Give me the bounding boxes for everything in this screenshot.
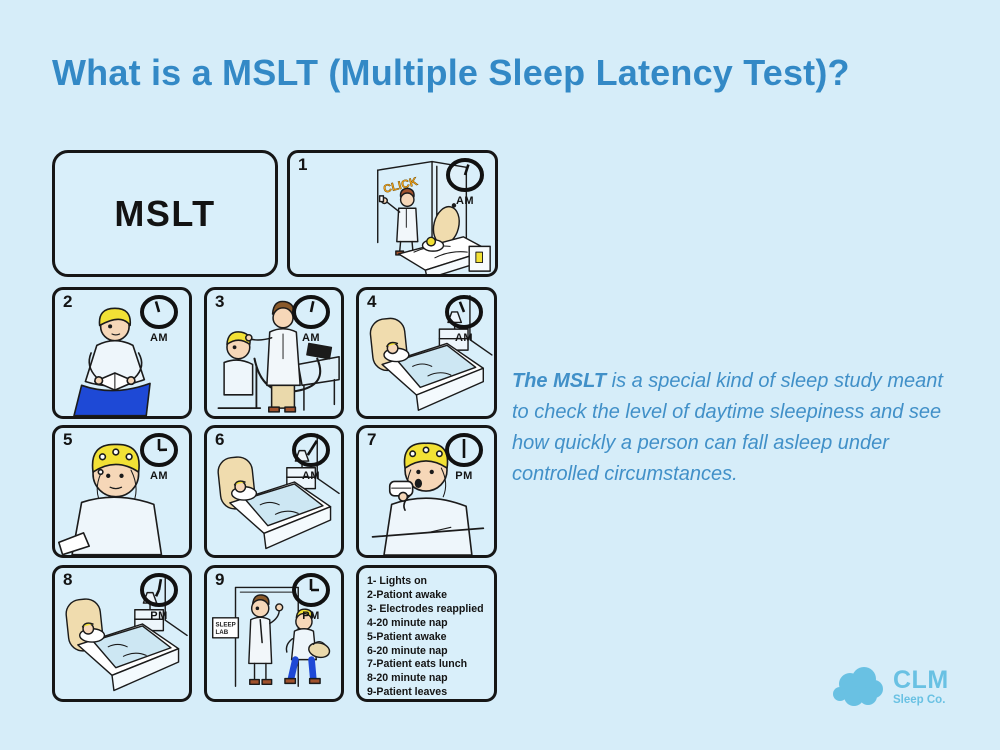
legend-item: 2-Pationt awake xyxy=(367,588,448,601)
clock-icon: AM xyxy=(288,295,334,344)
panel-number: 2 xyxy=(63,292,73,311)
panel-number: 5 xyxy=(63,430,73,449)
comic-panel-6: 6 AM xyxy=(204,425,344,558)
scene-patient-eats-lunch xyxy=(371,442,485,555)
panel-number: 7 xyxy=(367,430,377,449)
scene-patient-leaves: SLEEP LAB xyxy=(211,586,331,687)
legend-item: 9-Patient leaves xyxy=(367,686,448,699)
clock-icon: PM xyxy=(441,433,487,482)
clock-period: AM xyxy=(149,470,169,482)
logo-subtitle: Sleep Co. xyxy=(893,693,946,706)
legend-list: 1- Lights on 2-Pationt awake 3- Electrod… xyxy=(359,568,494,699)
cover-panel: MSLT xyxy=(52,150,278,277)
clock-icon: AM xyxy=(136,433,182,482)
clock-icon: PM xyxy=(288,573,334,622)
comic-panel-2: 2 AM xyxy=(52,287,192,419)
legend-item: 7-Patient eats lunch xyxy=(367,658,468,671)
comic-panel-1: CLICK 1 AM xyxy=(287,150,498,277)
comic-panel-4: 4 AM xyxy=(356,287,497,419)
scene-patient-awake-reading xyxy=(73,307,151,416)
legend-item: 8-20 minute nap xyxy=(367,672,448,685)
clock-icon: PM xyxy=(136,573,182,622)
legend-item: 5-Patient awake xyxy=(367,630,447,643)
scene-lights-on: CLICK xyxy=(377,160,491,274)
clock-period: AM xyxy=(301,470,321,482)
legend-item: 1- Lights on xyxy=(367,575,428,587)
comic-panel-5: 5 AM xyxy=(52,425,192,558)
comic-panel-8: 8 PM xyxy=(52,565,192,702)
scene-20-minute-nap xyxy=(369,295,493,411)
comic-panel-7: 7 PM xyxy=(356,425,497,558)
panel-number: 6 xyxy=(215,430,225,449)
clock-period: AM xyxy=(454,332,474,344)
cloud-icon xyxy=(833,667,883,706)
legend-item: 3- Electrodes reapplied xyxy=(367,602,484,615)
comic-panel-9: SLEEP LAB 9 PM xyxy=(204,565,344,702)
clock-period: PM xyxy=(150,610,168,622)
panel-number: 8 xyxy=(63,570,73,589)
panel-number: 1 xyxy=(298,155,308,174)
clock-icon: AM xyxy=(442,158,488,207)
clock-icon: AM xyxy=(288,433,334,482)
clock-period: AM xyxy=(301,332,321,344)
legend-panel: 1- Lights on 2-Pationt awake 3- Electrod… xyxy=(356,565,497,702)
intro-line: controlled circumstances. xyxy=(512,463,738,485)
clock-period: AM xyxy=(149,332,169,344)
intro-line: to check the level of daytime sleepiness… xyxy=(512,401,942,423)
panel-number: 4 xyxy=(367,292,377,311)
legend-item: 4-20 minute nap xyxy=(367,616,448,629)
cover-label: MSLT xyxy=(114,192,216,234)
intro-line: The MSLT is a special kind of sleep stud… xyxy=(512,370,943,392)
clock-icon: AM xyxy=(136,295,182,344)
scene-patient-awake xyxy=(57,443,163,555)
sleep-lab-sign-line2: LAB xyxy=(216,629,229,636)
scene-20-minute-nap xyxy=(65,575,188,692)
clock-period: PM xyxy=(455,470,473,482)
scene-electrodes-reapplied xyxy=(217,300,340,413)
clock-period: PM xyxy=(302,610,320,622)
scene-20-minute-nap xyxy=(217,433,340,550)
panel-number: 9 xyxy=(215,570,225,589)
comic-panel-3: 3 AM xyxy=(204,287,344,419)
page-title: What is a MSLT (Multiple Sleep Latency T… xyxy=(52,52,850,93)
clock-icon: AM xyxy=(441,295,487,344)
clm-sleep-co-logo: CLM Sleep Co. xyxy=(830,664,949,710)
sleep-lab-sign-line1: SLEEP xyxy=(216,621,236,628)
intro-paragraph: The MSLT is a special kind of sleep stud… xyxy=(512,366,990,490)
legend-item: 6-20 minute nap xyxy=(367,644,448,657)
logo-name: CLM xyxy=(893,665,949,694)
intro-line: how quickly a person can fall asleep und… xyxy=(512,432,889,454)
intro-lead: The MSLT xyxy=(512,370,607,392)
panel-number: 3 xyxy=(215,292,225,311)
clock-period: AM xyxy=(455,195,475,207)
logo-text: CLM Sleep Co. xyxy=(893,665,949,707)
